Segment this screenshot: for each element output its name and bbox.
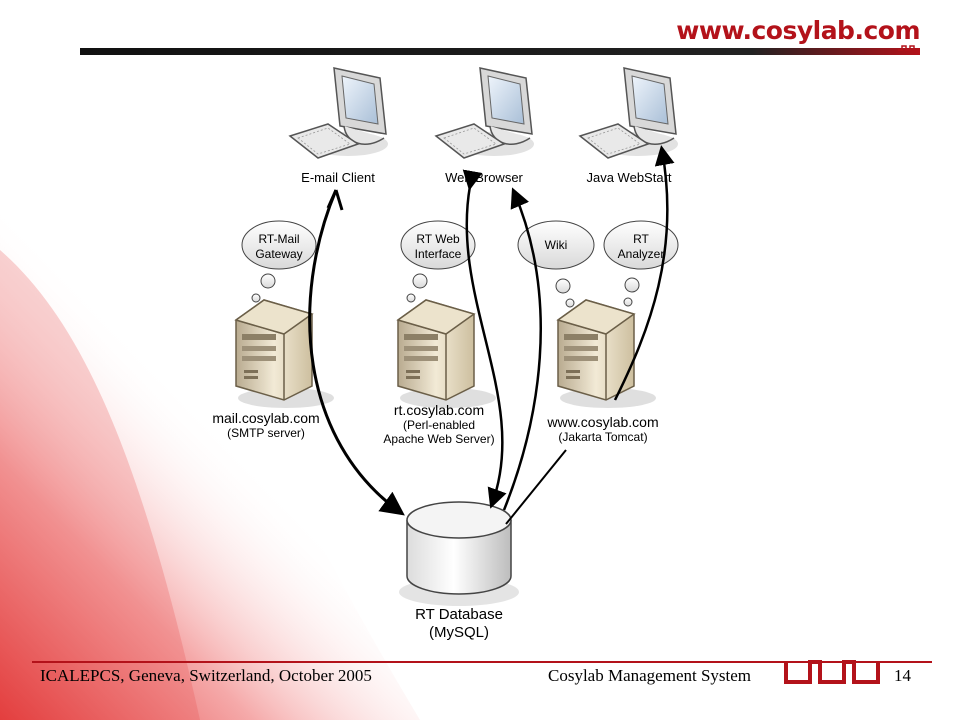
- arrow-db-browser: [502, 187, 542, 511]
- thought-label-rt-analyzer: RT Analyzer: [617, 232, 665, 261]
- footer-title: Cosylab Management System: [548, 666, 752, 685]
- server-label-www: www.cosylab.com (Jakarta Tomcat): [547, 414, 659, 444]
- footer-page-number: 14: [894, 666, 911, 685]
- arrow-www-db: [505, 449, 567, 525]
- client-label-email: E-mail Client: [301, 170, 375, 185]
- thought-label-wiki: Wiki: [544, 238, 568, 252]
- computer-icon: [578, 67, 678, 159]
- server-icon: [556, 299, 656, 408]
- server-icon: [396, 299, 496, 408]
- computer-icon: [288, 67, 388, 159]
- thought-bubble-rt-web: [400, 220, 476, 303]
- client-label-java-webstart: Java WebStart: [586, 170, 672, 185]
- cosylab-logo-icon: [784, 660, 880, 684]
- arrow-browser-rt: [462, 169, 507, 509]
- arrow-mail-to-db: [308, 189, 405, 516]
- computer-icon: [434, 67, 534, 159]
- thought-bubble-rt-mail: [241, 220, 317, 303]
- footer-conference: ICALEPCS, Geneva, Switzerland, October 2…: [40, 666, 372, 685]
- server-label-rt: rt.cosylab.com (Perl-enabled Apache Web …: [383, 402, 495, 446]
- thought-label-rt-mail: RT-Mail Gateway: [255, 232, 303, 261]
- database-label: RT Database (MySQL): [415, 606, 503, 641]
- brand-logo-text: www.cosylab.com: [676, 16, 920, 45]
- server-label-mail: mail.cosylab.com (SMTP server): [212, 410, 320, 440]
- thought-bubble-wiki: [517, 220, 595, 308]
- client-label-web-browser: Web Browser: [445, 170, 523, 185]
- server-icon: [234, 299, 334, 408]
- thought-bubble-rt-analyzer: [603, 220, 679, 307]
- arrow-www-java: [613, 145, 675, 401]
- header-bar: [80, 48, 920, 55]
- thought-label-rt-web: RT Web Interface: [414, 232, 462, 261]
- database-icon: [399, 501, 519, 606]
